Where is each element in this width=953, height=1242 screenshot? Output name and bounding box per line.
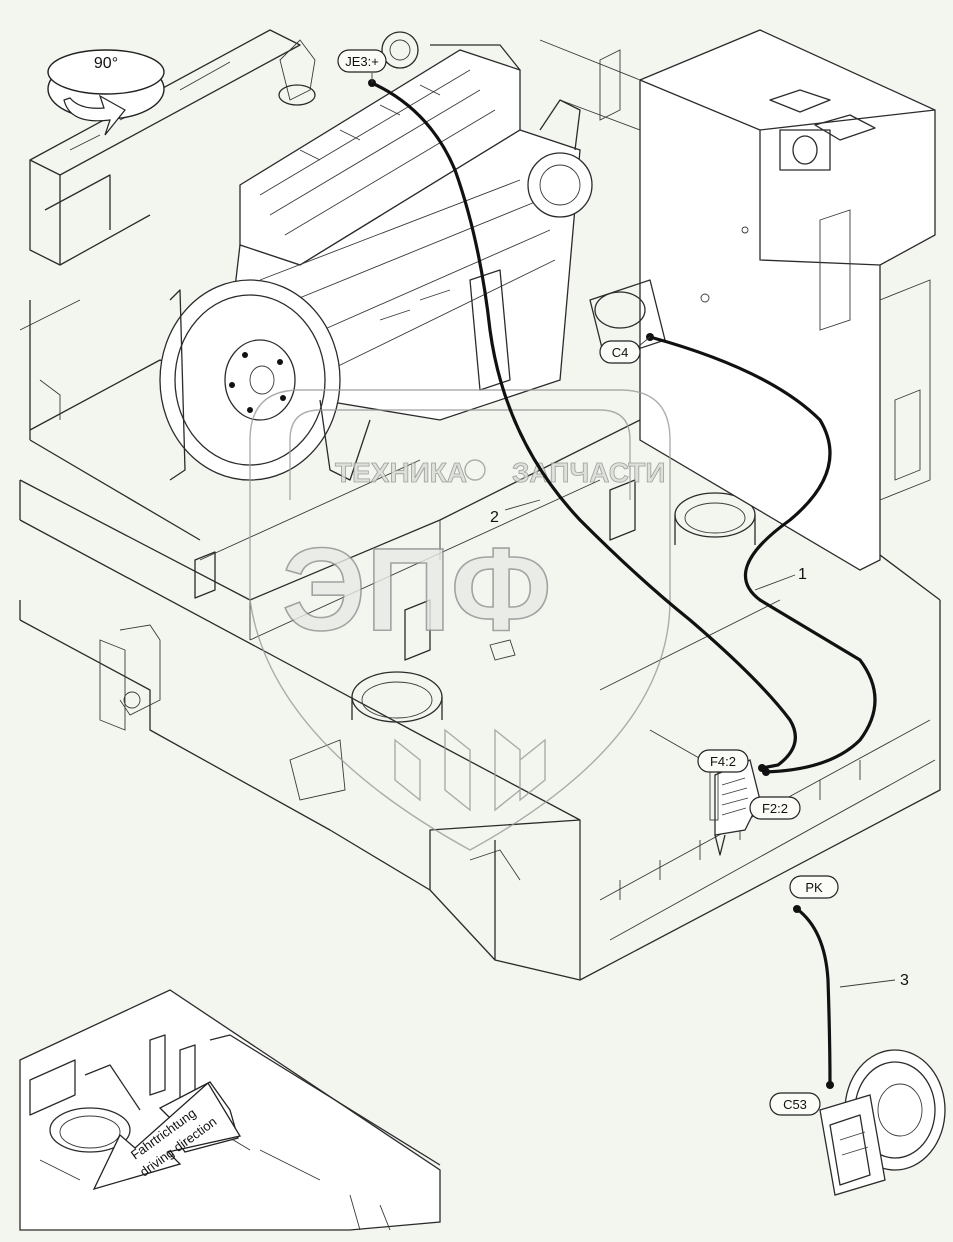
callout-pk-label: PK	[805, 880, 823, 895]
callout-c53: C53	[769, 1092, 821, 1116]
callout-je3-label: JE3:+	[345, 54, 379, 69]
connector-pin-c53	[826, 1081, 834, 1089]
callout-c4: C4	[599, 340, 641, 364]
callout-f4: F4:2	[697, 749, 749, 773]
item-number-3: 3	[900, 972, 909, 989]
watermark-logo-text: ЭПФ	[282, 524, 551, 656]
callout-je3: JE3:+	[337, 49, 387, 73]
callout-f4-label: F4:2	[710, 754, 736, 769]
engine-block	[159, 31, 666, 481]
cables	[368, 79, 877, 1089]
cable-2	[370, 81, 797, 770]
travel-motor	[819, 1049, 946, 1196]
rotation-label: 90°	[94, 55, 118, 72]
right-housing	[539, 29, 936, 571]
callout-f2: F2:2	[749, 796, 801, 820]
watermark-left-text: ТЕХНИКА	[335, 457, 467, 488]
rotation-90-symbol: 90°	[47, 49, 165, 136]
callout-pk: PK	[789, 875, 839, 899]
gear-icon	[464, 459, 486, 481]
cable-3	[795, 907, 832, 1087]
cable-1	[648, 335, 877, 774]
item-number-2: 2	[490, 509, 499, 526]
callout-c53-label: C53	[783, 1097, 807, 1112]
connector-pin-pk	[793, 905, 801, 913]
watermark: ТЕХНИКА ЗАПЧАСТИ ЭПФ	[249, 389, 671, 851]
connector-pin-f2	[762, 768, 770, 776]
item-number-1: 1	[798, 566, 807, 583]
callout-f2-label: F2:2	[762, 801, 788, 816]
callout-c4-label: C4	[612, 345, 629, 360]
